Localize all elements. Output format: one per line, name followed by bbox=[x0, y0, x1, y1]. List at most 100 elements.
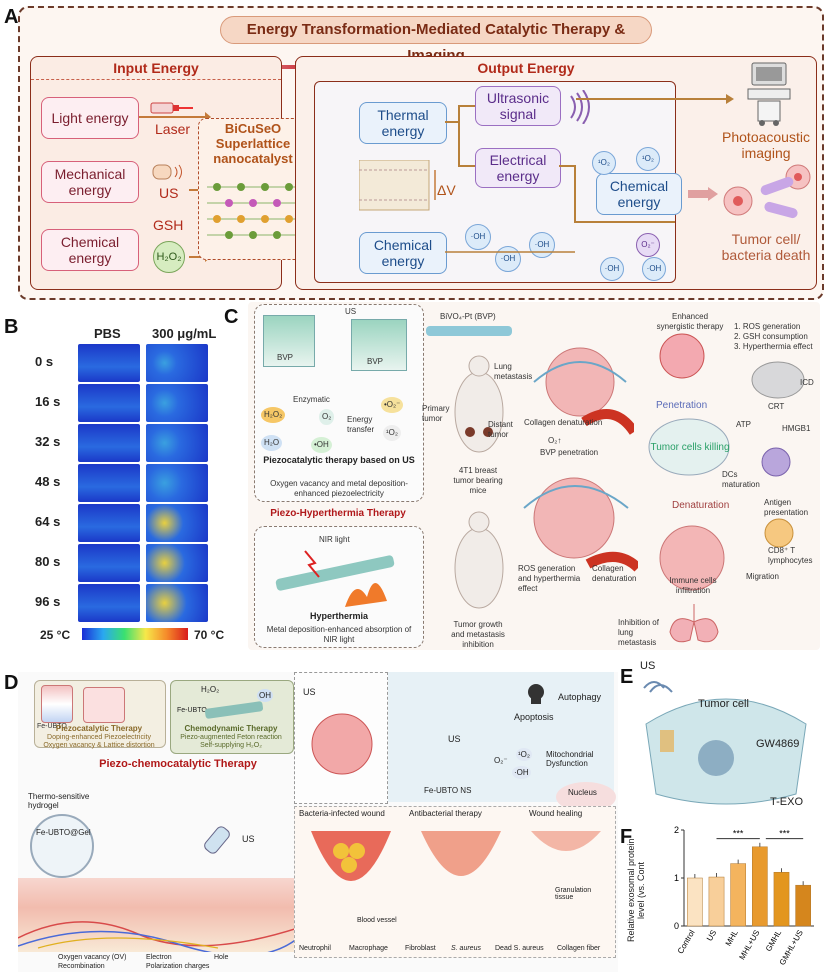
temperature-colorbar bbox=[82, 628, 188, 640]
energy-transfer-label: Energy transfer bbox=[347, 415, 375, 434]
singlet-bubble-1: ¹O₂ bbox=[592, 151, 616, 175]
x-tick-label: Control bbox=[676, 928, 697, 955]
us-probe-icon bbox=[204, 826, 230, 854]
blood-vessel-label: Blood vessel bbox=[357, 917, 397, 924]
f-y-axis-label: Relative exosomal protein level (vs. Con… bbox=[626, 838, 646, 942]
bar bbox=[773, 871, 790, 927]
immune-tumor-icon bbox=[659, 525, 725, 591]
treated-thermal-image bbox=[146, 424, 208, 462]
us-label: US bbox=[159, 185, 179, 201]
panel-letter-d: D bbox=[4, 672, 19, 694]
bvp-nanosheet-icon bbox=[426, 326, 512, 336]
gw4869-label: GW4869 bbox=[756, 738, 800, 750]
legend-oxygen-vacancy: Oxygen vacancy (OV) bbox=[58, 954, 127, 961]
antigen-presentation-label: Antigen presentation bbox=[764, 498, 809, 517]
treated-thermal-image bbox=[146, 384, 208, 422]
legend-hole: Hole bbox=[214, 954, 229, 961]
polarized-crystal bbox=[83, 687, 125, 723]
penetration-label: Penetration bbox=[656, 400, 708, 411]
h2o-node: H₂O bbox=[261, 435, 283, 451]
denaturation-label: Denaturation bbox=[672, 500, 730, 511]
bar bbox=[730, 863, 747, 927]
singlet-oxygen-node: ¹O₂ bbox=[383, 425, 401, 441]
legend-s-aureus: S. aureus bbox=[451, 945, 481, 952]
cdt-nanosheet-icon bbox=[205, 701, 264, 719]
pbs-thermal-image bbox=[78, 584, 140, 622]
cdt-title: Chemodynamic Therapy bbox=[184, 724, 278, 733]
crt-label: CRT bbox=[768, 402, 785, 411]
primary-tumor-label: Primary tumor bbox=[422, 404, 450, 423]
cd8-cell-icon bbox=[764, 518, 794, 548]
mice-label: 4T1 breast tumor bearing mice bbox=[453, 466, 503, 495]
x-tick-label: US bbox=[705, 929, 718, 943]
output-energy-box: Output Energy Thermal energy Ultrasonic … bbox=[295, 56, 817, 290]
treated-thermal-image bbox=[146, 344, 208, 382]
output-inner-box: Thermal energy Ultrasonic signal Electri… bbox=[314, 81, 676, 283]
panel-letter-e: E bbox=[620, 666, 634, 688]
electrical-energy-pill: Electrical energy bbox=[475, 148, 561, 188]
output-connectors bbox=[445, 105, 675, 253]
bvp-block-right bbox=[351, 319, 407, 371]
significance-label: *** bbox=[733, 829, 744, 839]
treated-thermal-image bbox=[146, 464, 208, 502]
gsh-label: GSH bbox=[153, 217, 184, 233]
piezo-hyperthermia-title: Piezo-Hyperthermia Therapy bbox=[270, 508, 406, 519]
legend-collagen-fiber: Collagen fiber bbox=[557, 945, 601, 952]
x-tick-label: MHL bbox=[724, 928, 741, 948]
zoom-us-label: US bbox=[303, 687, 316, 697]
light-energy-pill: Light energy bbox=[41, 97, 139, 139]
pbs-thermal-image bbox=[78, 544, 140, 582]
significance-label: *** bbox=[779, 829, 790, 839]
time-label: 64 s bbox=[35, 514, 61, 529]
lung-metastasis-label: Lung metastasis bbox=[494, 362, 533, 381]
x-tick-label: GMHL bbox=[764, 928, 784, 953]
cell-us-label: US bbox=[448, 734, 461, 744]
piezo-caption-title: Piezocatalytic therapy based on US bbox=[263, 455, 415, 465]
panel-a-title: Energy Transformation-Mediated Catalytic… bbox=[220, 16, 652, 64]
panel-letter-c: C bbox=[224, 306, 239, 328]
cdt-oh-label: OH bbox=[257, 689, 273, 702]
dc-cell-icon bbox=[761, 447, 791, 477]
wound-infected-label: Bacteria-infected wound bbox=[299, 809, 385, 818]
hydrogel-zoom-circle bbox=[30, 814, 94, 878]
pbs-thermal-image bbox=[78, 344, 140, 382]
immune-infiltration-label: Immune cells infiltration bbox=[669, 576, 717, 595]
thermal-energy-pill: Thermal energy bbox=[359, 102, 447, 144]
piezocatalytic-therapy-box: Fe-UBTO bbox=[34, 680, 166, 748]
y-tick-label: 1 bbox=[674, 873, 679, 883]
piezo-chemocatalytic-title: Piezo-chemocatalytic Therapy bbox=[99, 758, 257, 770]
o2-up-label: O₂↑ bbox=[548, 436, 562, 445]
tumor-zoom-panel: US bbox=[294, 672, 388, 804]
tumor-collagen-top-icon bbox=[533, 347, 634, 435]
tumor-cell-label: Tumor cell bbox=[698, 698, 749, 710]
hydrogel-label: Thermo-sensitive hydrogel bbox=[28, 792, 90, 810]
hmgb1-label: HMGB1 bbox=[782, 424, 811, 433]
collagen-denaturation-top: Collagen denaturation bbox=[524, 418, 603, 427]
pbs-header: PBS bbox=[94, 326, 121, 341]
dcs-maturation-label: DCs maturation bbox=[722, 470, 760, 489]
ultrasonic-signal-pill: Ultrasonic signal bbox=[475, 86, 561, 126]
piezo-therapy-title: Piezocatalytic Therapy bbox=[55, 724, 143, 733]
panel-a: Energy Transformation-Mediated Catalytic… bbox=[18, 6, 824, 300]
superoxide-node: •O₂⁻ bbox=[381, 397, 404, 413]
distant-tumor-label: Distant tumor bbox=[488, 420, 513, 439]
pbs-thermal-image bbox=[78, 504, 140, 542]
panel-d: Fe-UBTO Piezocatalytic Therapy Doping-en… bbox=[18, 672, 618, 972]
icd-label: ICD bbox=[800, 378, 814, 387]
fe-ubto-crystal bbox=[41, 685, 73, 723]
panel-letter-b: B bbox=[4, 316, 19, 338]
time-label: 32 s bbox=[35, 434, 61, 449]
e-ultrasound-wave-icon bbox=[643, 681, 673, 693]
concentration-header: 300 μg/mL bbox=[152, 326, 217, 341]
nanocatalyst-title: BiCuSeO Superlattice nanocatalyst bbox=[213, 121, 293, 166]
enhanced-synergistic-label: Enhanced synergistic therapy bbox=[656, 312, 724, 331]
ros-bubble-5: ·OH bbox=[600, 257, 624, 281]
ultrasonic-wave-icon bbox=[570, 90, 590, 124]
bvp-label-left: BVP bbox=[277, 353, 294, 362]
time-label: 48 s bbox=[35, 474, 61, 489]
e-us-label: US bbox=[640, 660, 656, 672]
c-us-label: US bbox=[345, 307, 357, 316]
lung-icon bbox=[669, 604, 719, 643]
bvp-block-left bbox=[263, 315, 315, 367]
